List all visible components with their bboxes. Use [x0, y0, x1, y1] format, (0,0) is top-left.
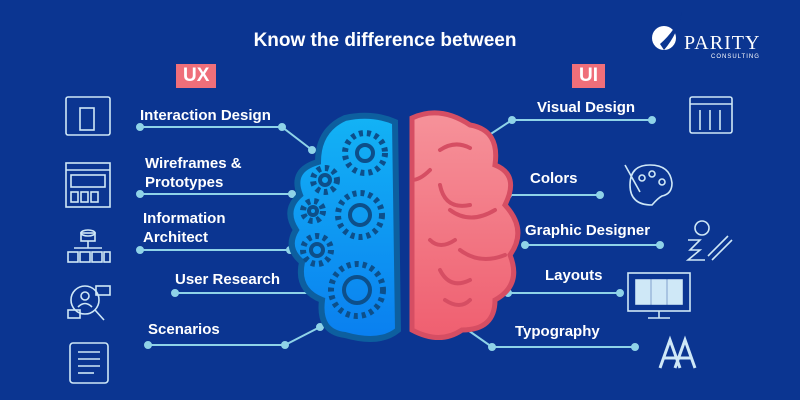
ui-item-layouts: Layouts [545, 267, 603, 284]
logo-name: PARITY [684, 32, 761, 54]
ui-item-typography: Typography [515, 323, 600, 340]
creative-idea-icon [685, 220, 733, 261]
ui-tag: UI [572, 64, 605, 88]
ux-item-wireframes: Wireframes & Prototypes [145, 155, 242, 191]
devices-icon [65, 96, 111, 136]
logo-subtitle: CONSULTING [711, 54, 760, 60]
page-title: Know the difference between [253, 30, 517, 51]
ux-item-information-architect: Information Architect [143, 210, 226, 246]
brain-right [409, 110, 521, 340]
palette-icon [624, 164, 673, 206]
wireframe-icon [65, 162, 111, 208]
brain-left-gears [287, 112, 402, 342]
ui-item-visual-design: Visual Design [537, 99, 636, 116]
layout-monitor-icon [627, 272, 691, 319]
user-research-icon [67, 285, 111, 321]
ux-item-interaction-design: Interaction Design [140, 107, 271, 124]
ux-tag: UX [176, 64, 217, 88]
design-tools-icon [689, 96, 733, 134]
parity-logo-mark [652, 12, 682, 50]
document-script-icon [69, 342, 109, 384]
ui-item-graphic-designer: Graphic Designer [525, 222, 651, 239]
ux-icons [65, 96, 111, 384]
ui-icons [624, 96, 733, 369]
ux-item-user-research: User Research [175, 271, 281, 288]
ux-item-scenarios: Scenarios [148, 321, 220, 338]
ui-item-colors: Colors [530, 170, 578, 187]
typography-icon [658, 335, 697, 369]
database-hierarchy-icon [67, 229, 111, 263]
